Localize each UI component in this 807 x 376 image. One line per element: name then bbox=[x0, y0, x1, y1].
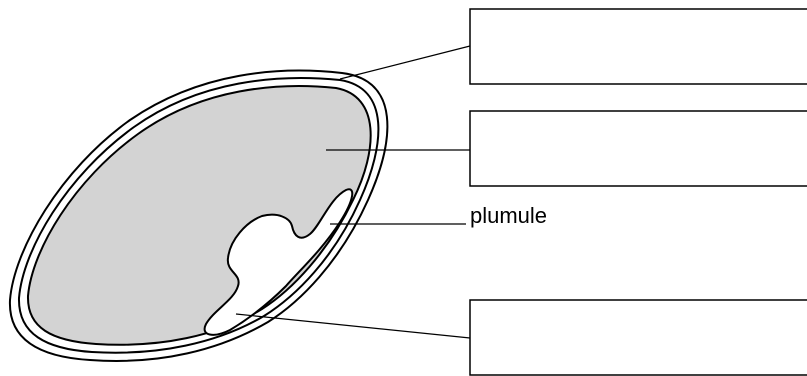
answer-box-middle[interactable] bbox=[469, 110, 807, 187]
cotyledon bbox=[26, 85, 372, 346]
leader-line-top bbox=[339, 45, 471, 80]
embryo-plumule bbox=[203, 188, 354, 336]
leader-line-bottom bbox=[235, 313, 471, 339]
plumule-label: plumule bbox=[470, 203, 548, 228]
answer-box-bottom[interactable] bbox=[469, 299, 807, 376]
answer-box-top[interactable] bbox=[469, 8, 807, 85]
